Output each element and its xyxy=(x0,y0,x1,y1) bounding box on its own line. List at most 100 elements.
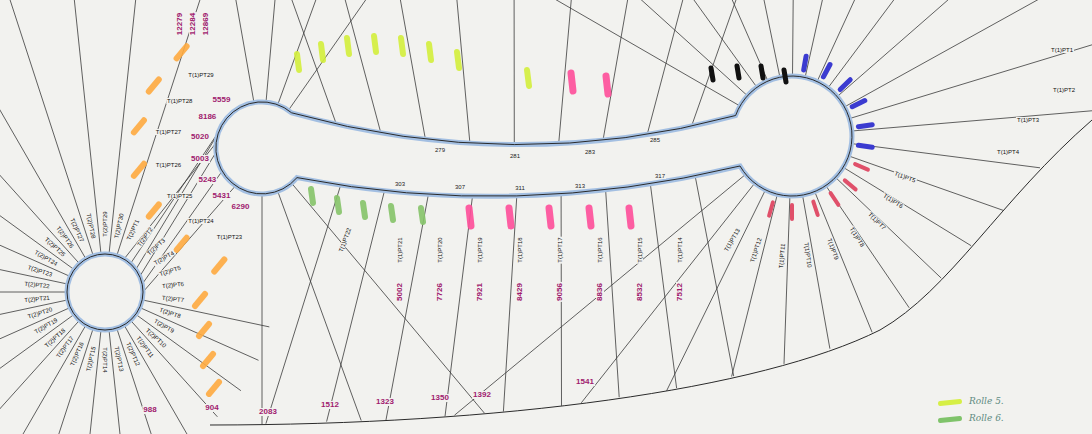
marker-stroke xyxy=(337,198,339,212)
blue-marks xyxy=(804,56,873,147)
panel-label: T(1)PT21 xyxy=(397,236,403,263)
panel-label: T(1)PT13 xyxy=(723,227,742,254)
marker-stroke xyxy=(203,354,213,366)
panel-label: T(1)PT8 xyxy=(848,225,866,248)
panel-seam xyxy=(109,0,136,254)
marker-stroke xyxy=(363,203,365,217)
panel-label: T(1)PT19 xyxy=(477,236,483,263)
marker-stroke xyxy=(761,66,763,78)
panel-seam xyxy=(784,196,790,364)
panel-label: T(1)PT27 xyxy=(155,129,182,135)
measurement-number: 7512 xyxy=(676,282,684,302)
marker-stroke xyxy=(589,208,591,226)
marker-stroke xyxy=(134,120,144,132)
panel-seam xyxy=(136,132,219,269)
panel-label: T(2)PT8 xyxy=(157,306,182,319)
panel-label: T(1)PT12 xyxy=(749,236,763,264)
panel-seam xyxy=(805,0,822,77)
panel-seam xyxy=(74,0,101,254)
marker-stroke xyxy=(769,202,773,215)
panel-seam xyxy=(650,184,676,388)
panel-label: T(2)PT14 xyxy=(102,346,108,373)
edge-number: 285 xyxy=(649,137,661,143)
panel-label: T(1)PT29 xyxy=(187,72,214,78)
measurement-number: 7921 xyxy=(476,282,484,302)
panel-seam xyxy=(386,194,429,420)
edge-number: 313 xyxy=(574,183,586,189)
measurement-number: 1541 xyxy=(575,378,595,386)
panel-label: T(1)PT7 xyxy=(866,210,887,231)
marker-stroke xyxy=(509,208,511,226)
opening-outline xyxy=(216,76,852,196)
panel-label: T(2)PT27 xyxy=(69,216,86,243)
panel-seam xyxy=(852,111,1092,131)
measurement-number: 5002 xyxy=(396,282,404,302)
panel-seam xyxy=(803,195,830,349)
opening-edge xyxy=(216,76,852,196)
legend-swatch xyxy=(938,416,962,423)
panel-label: T(1)PT6 xyxy=(881,192,904,210)
panel-label: T(1)PT9 xyxy=(826,236,840,261)
panel-seam xyxy=(0,292,67,293)
panel-label: T(2)PT7 xyxy=(160,295,185,303)
marker-stroke xyxy=(199,324,209,336)
panel-seam xyxy=(732,0,768,81)
measurement-number: 5431 xyxy=(212,192,232,200)
edge-number: 281 xyxy=(509,153,521,159)
measurement-number: 5559 xyxy=(212,96,232,104)
panel-label: T(1)PT20 xyxy=(437,236,443,263)
marker-stroke xyxy=(823,65,830,77)
marker-stroke xyxy=(784,70,786,82)
measurement-number: 1323 xyxy=(375,398,395,406)
marker-stroke xyxy=(711,68,713,80)
panel-label: T(2)PT21 xyxy=(23,295,51,304)
measurement-number: 12284 xyxy=(189,12,197,36)
marker-stroke xyxy=(527,70,529,86)
panel-seam xyxy=(836,177,942,278)
marker-stroke xyxy=(321,44,323,60)
panel-label: T(2)PT5 xyxy=(157,264,182,277)
panel-seam xyxy=(792,0,794,76)
panel-label: T(2)PT1 xyxy=(125,218,140,242)
panel-seam xyxy=(345,0,381,133)
black-marks xyxy=(711,66,786,82)
red-marks xyxy=(769,164,868,219)
outer-edge xyxy=(210,120,1092,425)
marker-stroke xyxy=(297,54,299,70)
marker-stroke xyxy=(195,294,205,306)
panel-seam xyxy=(10,0,94,256)
measurement-number: 988 xyxy=(142,406,157,414)
yellow-marks xyxy=(297,36,529,86)
panel-label: T(2)PT6 xyxy=(160,281,185,289)
marker-stroke xyxy=(840,80,850,90)
panel-seam xyxy=(641,0,748,96)
measurement-number: 1392 xyxy=(472,391,492,399)
marker-stroke xyxy=(606,76,608,94)
panel-seam xyxy=(292,183,485,413)
panel-label: T(2)PT20 xyxy=(26,306,54,320)
panel-seam xyxy=(130,320,217,417)
legend-swatch xyxy=(938,399,962,406)
panel-label: T(1)PT22 xyxy=(338,226,353,254)
measurement-number: 8532 xyxy=(636,282,644,302)
panel-seam xyxy=(852,144,1041,168)
panel-seam xyxy=(142,171,222,284)
marker-stroke xyxy=(790,205,794,219)
measurement-number: 5003 xyxy=(190,155,210,163)
panel-seam xyxy=(692,0,737,126)
panel-seam xyxy=(457,0,470,143)
panel-label: T(1)PT10 xyxy=(803,241,813,269)
measurement-number: 5020 xyxy=(190,133,210,141)
panel-label: T(1)PT3 xyxy=(1016,117,1040,123)
panel-seam xyxy=(845,0,1041,107)
panel-seam xyxy=(843,167,971,245)
panel-label: T(2)PT29 xyxy=(102,210,108,237)
panel-seam xyxy=(849,45,1092,119)
marker-stroke xyxy=(737,66,739,78)
marker-stroke xyxy=(855,164,868,170)
measurement-number: 8186 xyxy=(197,113,217,121)
panel-seam xyxy=(292,0,337,124)
measurement-number: 1512 xyxy=(320,401,340,409)
panel-seam xyxy=(22,325,86,434)
panel-label: T(2)PT9 xyxy=(152,317,176,334)
